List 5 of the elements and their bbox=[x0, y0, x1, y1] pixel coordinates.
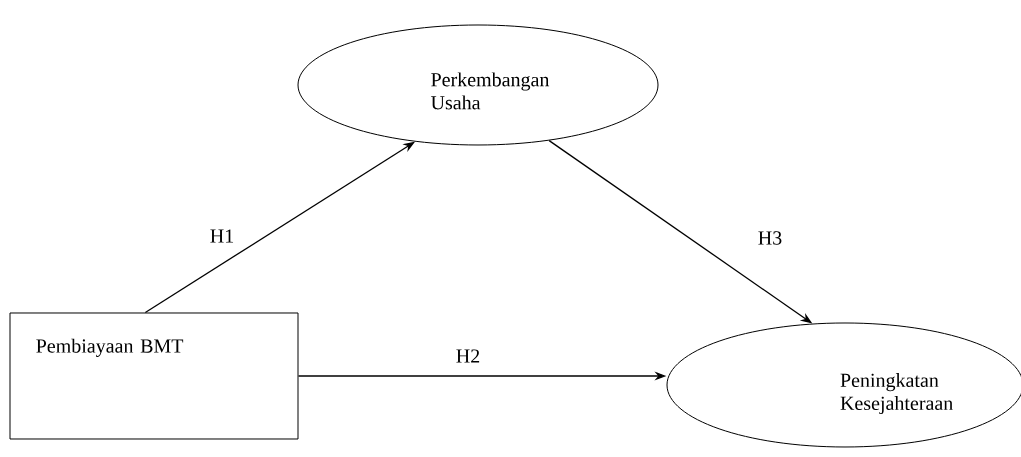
edge-label: H1 bbox=[208, 228, 236, 244]
edge-label: H2 bbox=[454, 348, 482, 364]
ellipse-node: Perkembangan Usaha bbox=[297, 24, 659, 146]
process-box: Pembiayaan BMT bbox=[9, 312, 299, 440]
edge-label: H3 bbox=[756, 230, 784, 246]
